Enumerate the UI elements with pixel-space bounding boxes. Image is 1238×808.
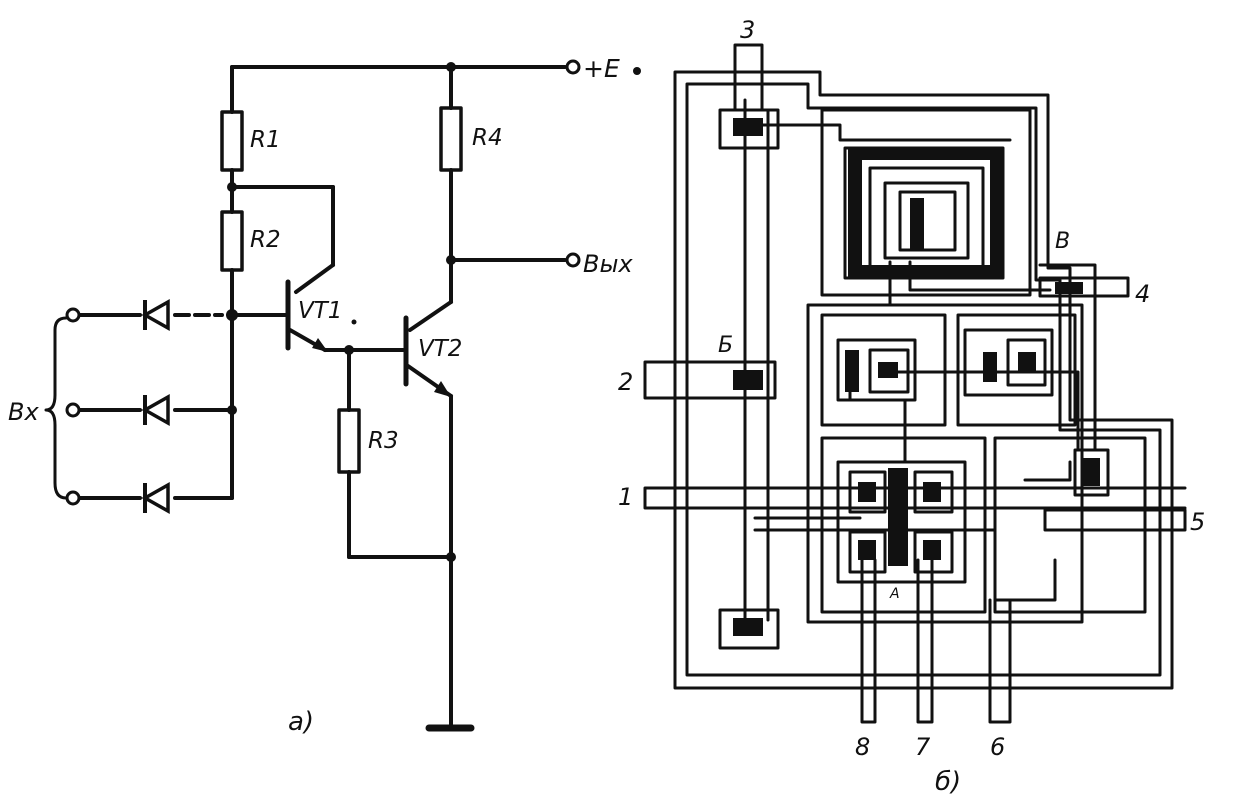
- r3-label: R3: [368, 428, 399, 454]
- layout-outlines: [643, 43, 1187, 724]
- r3-branch: [337, 348, 453, 559]
- layout-caption: б): [935, 767, 961, 797]
- supply-label: +E: [583, 54, 620, 83]
- r1-label: R1: [250, 127, 281, 153]
- output-label: Вых: [583, 250, 633, 278]
- region-v-label: В: [1055, 229, 1070, 254]
- region-a-label: А: [889, 586, 900, 602]
- input-diodes: [44, 307, 234, 506]
- vt2-r4-branch: [403, 65, 581, 732]
- pin-1-label: 1: [618, 483, 633, 511]
- pin-4-label: 4: [1135, 280, 1150, 308]
- pin-7-label: 7: [915, 733, 931, 761]
- vt2-emitter-arrow: [434, 381, 451, 397]
- schematic-diagram: +E Вых Вх R1 R2 R3 R4 VT1 VT2 а): [8, 54, 641, 737]
- r4-label: R4: [472, 125, 503, 151]
- node-dot: [227, 182, 237, 192]
- vt1-label: VT1: [298, 298, 342, 324]
- diode-3: [141, 482, 170, 514]
- node-dot: [351, 319, 357, 325]
- diode-2: [141, 394, 170, 426]
- node-dot: [446, 552, 456, 562]
- pin-8-label: 8: [855, 733, 870, 761]
- r2-label: R2: [250, 227, 281, 253]
- region-b-label: Б: [718, 333, 733, 358]
- supply-rail: [230, 59, 581, 75]
- contact-windows: [733, 118, 1100, 636]
- pin-5-label: 5: [1190, 508, 1205, 536]
- vt2-label: VT2: [418, 336, 462, 362]
- pin-6-label: 6: [990, 733, 1005, 761]
- input-label: Вх: [8, 398, 39, 426]
- vt1-emitter-arrow: [312, 338, 328, 352]
- node-dot: [633, 67, 641, 75]
- pin-2-label: 2: [618, 368, 633, 396]
- node-dot: [446, 255, 456, 265]
- pin-3-label: 3: [740, 16, 755, 44]
- ic-layout-diagram: 3 2 1 4 5 6 7 8 Б В А б): [618, 16, 1205, 797]
- diode-1: [141, 299, 170, 331]
- schematic-caption: а): [288, 707, 314, 737]
